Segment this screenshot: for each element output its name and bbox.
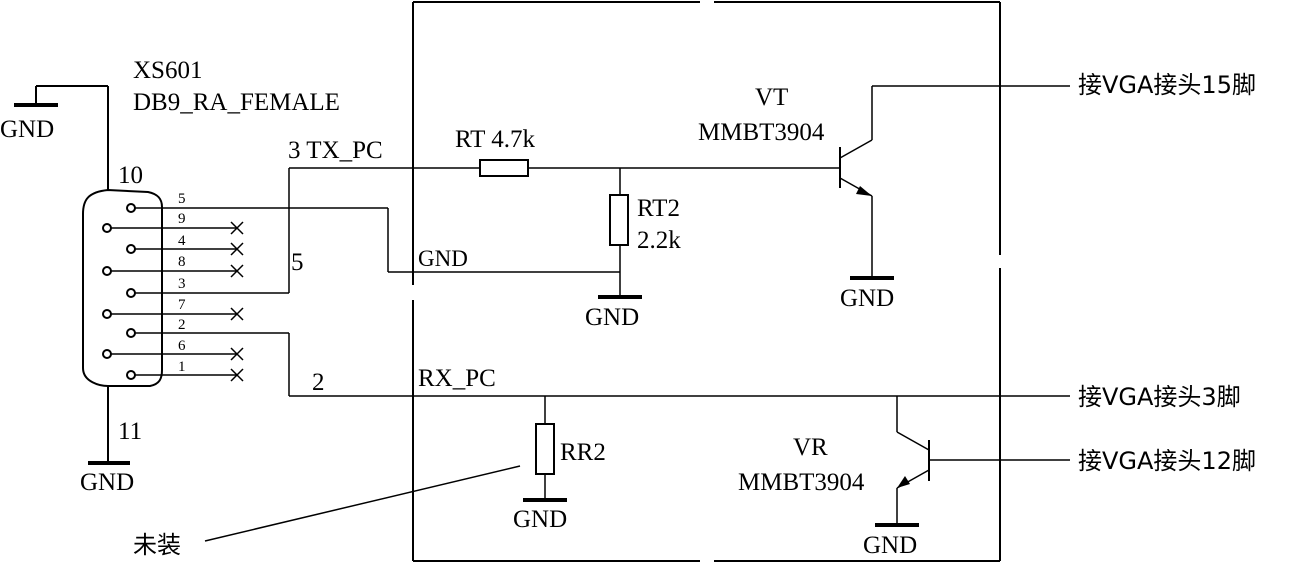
- pin-label: 1: [178, 359, 186, 375]
- pin-pad: [102, 223, 112, 233]
- gnd-net-wire: [380, 207, 620, 273]
- no-connect-marks: [230, 221, 244, 382]
- resistor-rr2-ref: RR2: [560, 439, 606, 466]
- not-fitted-label: 未装: [133, 531, 181, 559]
- board-outline: [412, 1, 1001, 562]
- gnd-net-label: GND: [418, 246, 468, 271]
- mount-pin-bottom-label: 11: [118, 418, 142, 445]
- transistor-vr: [875, 396, 1070, 527]
- ground-label: GND: [513, 506, 567, 533]
- transistor-vt-ref: VT: [755, 84, 788, 111]
- resistor-rt2-value: 2.2k: [637, 227, 681, 254]
- resistor-rt-label: RT 4.7k: [455, 126, 535, 153]
- tx-pin-mark: 5: [291, 249, 304, 276]
- pin-pad: [102, 266, 112, 276]
- pin-label: 6: [178, 338, 186, 354]
- pin-pad: [102, 349, 112, 359]
- ground-label: GND: [863, 532, 917, 559]
- resistor-rt2: [609, 194, 629, 246]
- mount-pin-top-label: 10: [118, 162, 143, 189]
- ground-symbol-top-left: [14, 85, 109, 190]
- pin-label: 5: [178, 191, 186, 207]
- tx-pc-net-wire: [288, 167, 840, 293]
- transistor-vt: [839, 85, 1070, 280]
- ground-label: GND: [80, 469, 134, 496]
- pin-pad: [126, 203, 136, 213]
- resistor-rt: [479, 159, 529, 177]
- vga-pin15-label: 接VGA接头15脚: [1078, 71, 1256, 99]
- ground-label: GND: [585, 304, 639, 331]
- not-fitted-leader: [204, 465, 521, 542]
- ground-label: GND: [0, 116, 54, 143]
- db9-connector-body: [82, 188, 163, 387]
- pin-pad: [126, 244, 136, 254]
- pin-label: 8: [178, 254, 186, 270]
- ground-symbol-bottom-left: [88, 386, 130, 465]
- connector-ref: XS601: [133, 57, 202, 84]
- pin-pad: [102, 309, 112, 319]
- pin-label: 3: [178, 276, 186, 292]
- connector-pins: [102, 203, 380, 380]
- resistor-rt2-ref: RT2: [637, 195, 680, 222]
- pin-label: 7: [178, 297, 186, 313]
- pin-label: 4: [178, 233, 186, 249]
- resistor-rr2: [535, 423, 555, 475]
- pin-pad: [126, 288, 136, 298]
- rx-pin-mark: 2: [312, 369, 325, 396]
- vga-pin12-label: 接VGA接头12脚: [1078, 447, 1256, 475]
- rx-pc-net-wire: [288, 333, 1070, 397]
- connector-part: DB9_RA_FEMALE: [133, 89, 340, 116]
- transistor-vr-ref: VR: [793, 434, 828, 461]
- transistor-vt-part: MMBT3904: [698, 119, 825, 146]
- pin-label: 9: [178, 211, 186, 227]
- rx-pc-label: RX_PC: [418, 365, 496, 392]
- pin-pad: [126, 328, 136, 338]
- vga-pin3-label: 接VGA接头3脚: [1078, 383, 1241, 411]
- pin-label: 2: [178, 317, 186, 333]
- tx-pc-label: 3 TX_PC: [288, 137, 383, 164]
- transistor-vr-part: MMBT3904: [738, 469, 865, 496]
- ground-label: GND: [840, 285, 894, 312]
- pin-pad: [126, 370, 136, 380]
